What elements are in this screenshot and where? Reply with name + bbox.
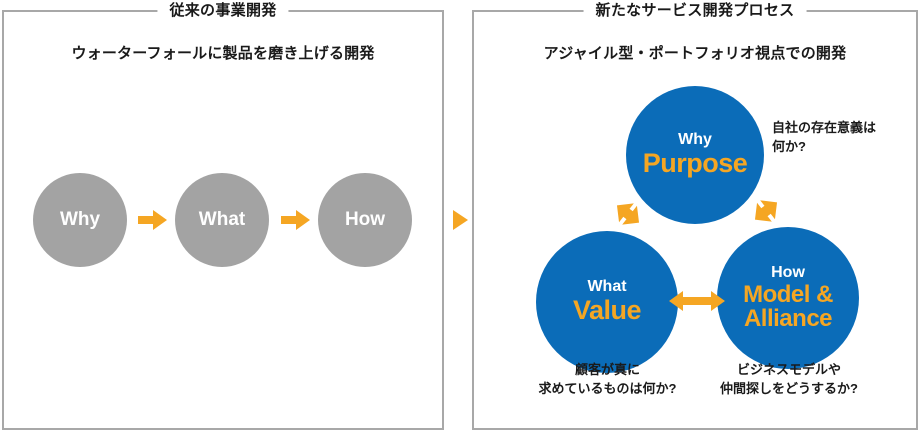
node-model-alliance: How Model & Alliance — [717, 227, 859, 369]
panel-legacy-title: 従来の事業開発 — [157, 1, 289, 21]
panel-legacy-development: 従来の事業開発 ウォーターフォールに製品を磨き上げる開発 — [2, 1, 444, 430]
arrow-right-icon — [138, 208, 168, 232]
node-model-alliance-caption: ビジネスモデルや 仲間探しをどうするか? — [720, 362, 858, 396]
panel-new-subtitle: アジャイル型・ポートフォリオ視点での開発 — [543, 45, 847, 62]
legacy-step-why-label: Why — [59, 209, 101, 230]
triangle-right-icon — [452, 209, 470, 231]
node-purpose: Why Purpose — [626, 86, 764, 224]
double-arrow-icon — [668, 288, 726, 314]
legacy-step-how: How — [318, 173, 412, 267]
node-purpose-keyword: Why — [678, 131, 712, 149]
arrow-right-icon — [281, 208, 311, 232]
node-purpose-value: Purpose — [642, 148, 748, 179]
panel-new-service-process: 新たなサービス開発プロセス アジャイル型・ポートフォリオ視点での開発 — [472, 1, 918, 430]
node-model-alliance-value: Model & Alliance — [743, 281, 833, 333]
node-value-caption: 顧客が真に 求めているものは何か? — [538, 362, 677, 396]
double-arrow-icon — [604, 186, 652, 242]
panel-legacy-subtitle: ウォーターフォールに製品を磨き上げる開発 — [71, 45, 375, 62]
legacy-step-why: Why — [33, 173, 127, 267]
legacy-step-what: What — [175, 173, 269, 267]
legacy-step-how-label: How — [344, 209, 386, 230]
node-value-keyword: What — [587, 278, 627, 296]
double-arrow-icon — [742, 182, 790, 240]
panel-new-title: 新たなサービス開発プロセス — [583, 1, 807, 21]
node-value: What Value — [536, 231, 678, 373]
node-purpose-caption: 自社の存在意義は 何か? — [772, 120, 877, 154]
legacy-step-what-label: What — [198, 209, 246, 230]
node-value-value: Value — [572, 295, 642, 326]
node-model-alliance-keyword: How — [771, 263, 805, 281]
